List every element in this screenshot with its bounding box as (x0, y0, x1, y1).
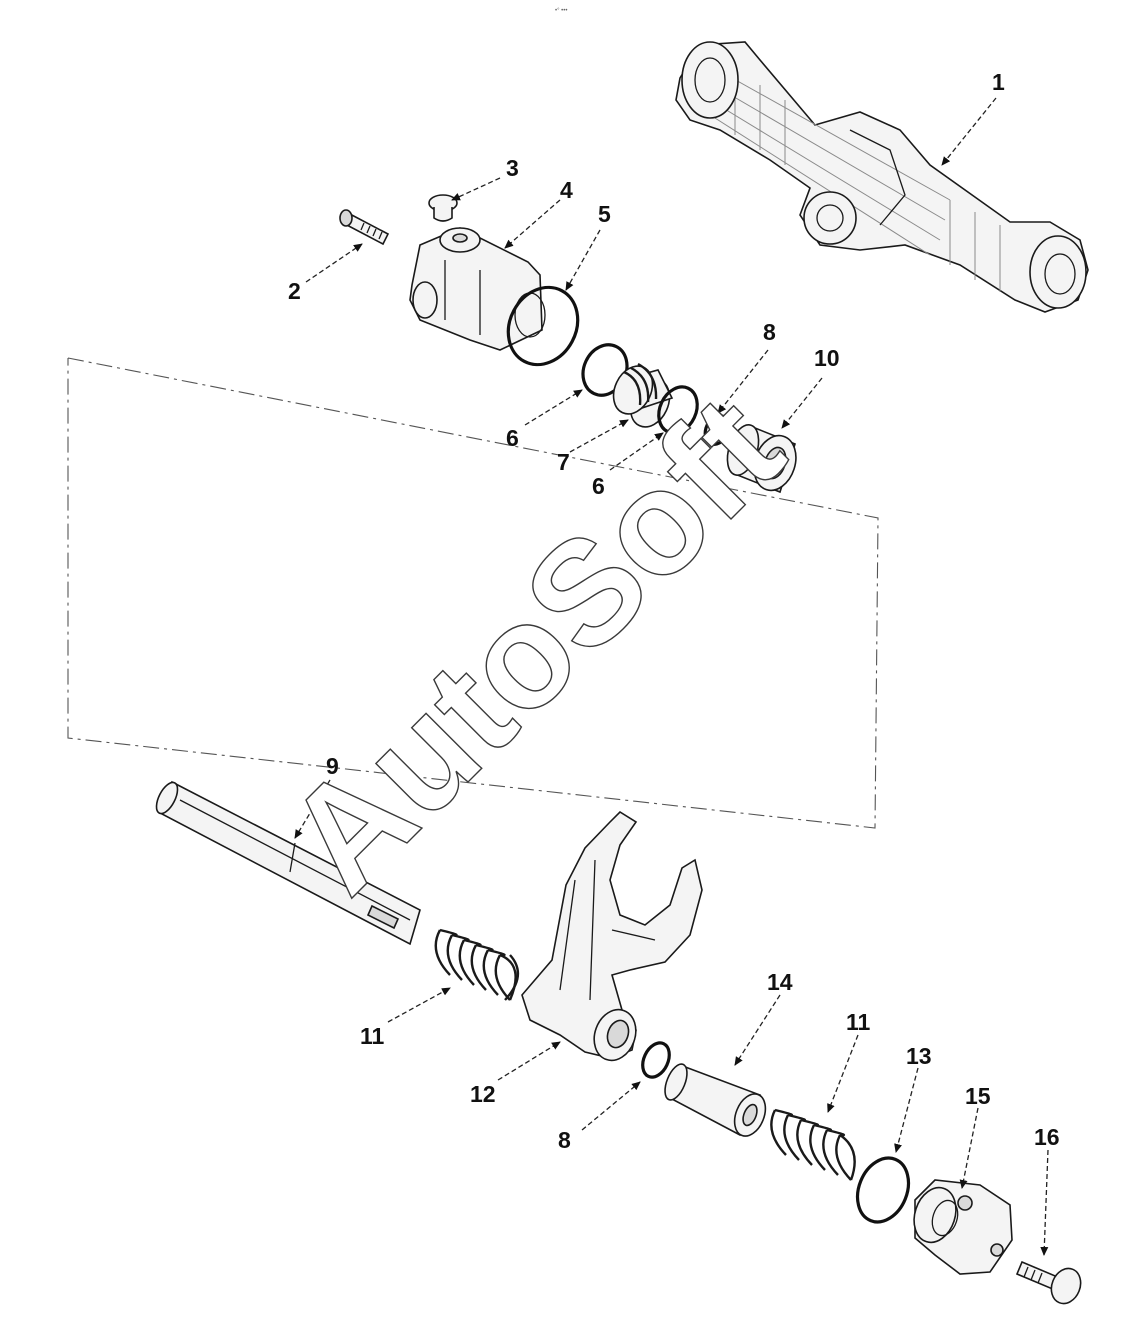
callout-15: 15 (965, 1083, 991, 1109)
callout-6a: 6 (506, 425, 519, 451)
watermark: AutoSoft (255, 365, 813, 923)
callout-12: 12 (470, 1081, 496, 1107)
callout-5: 5 (598, 201, 611, 227)
callout-9: 9 (326, 753, 339, 779)
sleeve-tube (664, 1063, 767, 1137)
o-ring-cap (855, 1156, 911, 1224)
callout-labels: 1 2 3 4 5 6 7 6 8 10 9 11 12 8 14 11 13 … (288, 69, 1060, 1153)
snap-ring-upper (703, 414, 731, 446)
callout-10: 10 (814, 345, 840, 371)
callout-13: 13 (906, 1043, 932, 1069)
callout-6b: 6 (592, 473, 605, 499)
spring-left (434, 928, 519, 1001)
callout-4: 4 (560, 177, 573, 203)
header-text: •° ••• (555, 8, 567, 14)
snap-ring-lower (641, 1041, 671, 1079)
axle-housing (675, 41, 1089, 313)
end-cap (913, 1179, 1013, 1275)
bushing (726, 424, 797, 494)
callout-14: 14 (767, 969, 793, 995)
callout-3: 3 (506, 155, 519, 181)
callout-8b: 8 (558, 1127, 571, 1153)
assembly-boundary (67, 357, 879, 829)
plug-screw (428, 194, 458, 222)
callout-16: 16 (1034, 1124, 1060, 1150)
callout-8a: 8 (763, 319, 776, 345)
callout-11b: 11 (846, 1009, 871, 1035)
leader-lines (294, 97, 1049, 1256)
cap-screw (1015, 1260, 1082, 1305)
callout-2: 2 (288, 278, 301, 304)
o-ring-lower (657, 385, 699, 435)
callout-7: 7 (557, 449, 570, 475)
shift-fork (521, 810, 703, 1062)
callout-11a: 11 (360, 1023, 385, 1049)
large-o-ring (506, 285, 580, 367)
spring-right (770, 1108, 856, 1181)
shift-rod (155, 780, 421, 946)
long-bolt (339, 209, 390, 246)
sleeve-housing (409, 227, 546, 351)
callout-1: 1 (992, 69, 1005, 95)
